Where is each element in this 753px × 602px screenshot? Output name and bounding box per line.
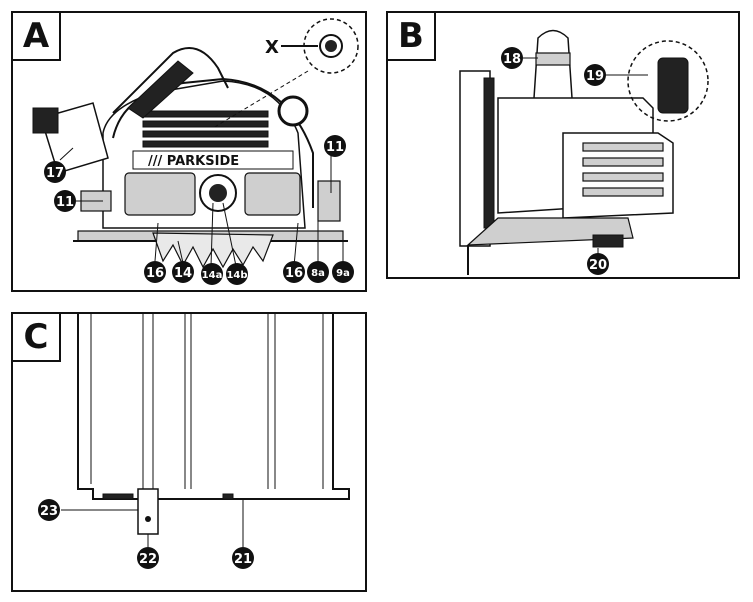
callout-18: 18 xyxy=(501,47,523,69)
rail-grooves xyxy=(90,314,324,489)
base-plate-b xyxy=(466,217,634,246)
svg-text:16: 16 xyxy=(285,266,303,281)
svg-text:18: 18 xyxy=(503,52,521,67)
svg-text:16: 16 xyxy=(146,266,164,281)
svg-text:20: 20 xyxy=(589,258,607,273)
saw-blade xyxy=(152,232,274,269)
handle-grip xyxy=(127,60,194,119)
callout-17: 17 xyxy=(44,161,66,183)
callout-22: 22 xyxy=(137,547,159,569)
grill-right xyxy=(244,172,301,216)
top-handle xyxy=(532,29,574,114)
motor-ribs xyxy=(582,142,664,197)
svg-text:14b: 14b xyxy=(226,270,247,281)
panel-a-drawing: /// PARKSIDE X xyxy=(32,18,359,285)
brand-label: /// PARKSIDE xyxy=(148,154,239,169)
callout-14: 14 xyxy=(172,261,194,283)
callout-14a: 14a xyxy=(201,263,223,285)
callout-16-right: 16 xyxy=(283,261,305,283)
callout-16-left: 16 xyxy=(144,261,166,283)
guide-rail xyxy=(77,314,350,500)
callout-20: 20 xyxy=(587,253,609,275)
riving-knob xyxy=(277,95,309,127)
svg-text:19: 19 xyxy=(586,69,604,84)
svg-text:17: 17 xyxy=(46,166,64,181)
panel-b: B 18 1 xyxy=(386,11,740,279)
svg-text:14: 14 xyxy=(174,266,192,281)
svg-text:22: 22 xyxy=(139,552,157,567)
svg-text:8a: 8a xyxy=(311,268,325,279)
svg-text:11: 11 xyxy=(56,195,74,210)
spindle-inner xyxy=(209,184,227,202)
brand-bar xyxy=(132,150,294,170)
svg-text:11: 11 xyxy=(326,140,344,155)
grill-left xyxy=(124,172,196,216)
side-teeth xyxy=(483,77,495,229)
panel-c-letter: C xyxy=(11,312,61,362)
svg-text:14a: 14a xyxy=(202,270,223,281)
dust-port-end xyxy=(32,107,59,134)
panel-b-letter: B xyxy=(386,11,436,61)
detail-label: X xyxy=(265,37,279,58)
handle-band xyxy=(535,52,571,66)
callout-8a: 8a xyxy=(307,261,329,283)
motor-handle xyxy=(112,47,229,114)
panel-a-letter: A xyxy=(11,11,61,61)
callout-11-right: 11 xyxy=(324,135,346,157)
panel-b-drawing: 18 19 20 xyxy=(459,29,709,275)
svg-text:23: 23 xyxy=(40,504,58,519)
callout-11-left: 11 xyxy=(54,190,76,212)
rail-connector xyxy=(137,488,159,535)
callout-19: 19 xyxy=(584,64,606,86)
detail-leader xyxy=(212,70,309,129)
detail-circle-b xyxy=(627,40,709,122)
panel-a: A /// PARKSIDE xyxy=(11,11,367,292)
callout-9a: 9a xyxy=(332,261,354,283)
fence-right xyxy=(317,180,341,222)
panel-c: C 23 22 21 xyxy=(11,312,367,592)
callout-23: 23 xyxy=(38,499,60,521)
base-adjuster xyxy=(592,234,624,248)
callout-14b: 14b xyxy=(226,263,248,285)
svg-text:9a: 9a xyxy=(336,268,350,279)
trigger xyxy=(657,57,689,114)
panel-c-drawing: 23 22 21 xyxy=(38,314,350,569)
callout-21: 21 xyxy=(232,547,254,569)
svg-text:21: 21 xyxy=(234,552,252,567)
vent-slots xyxy=(142,110,269,148)
